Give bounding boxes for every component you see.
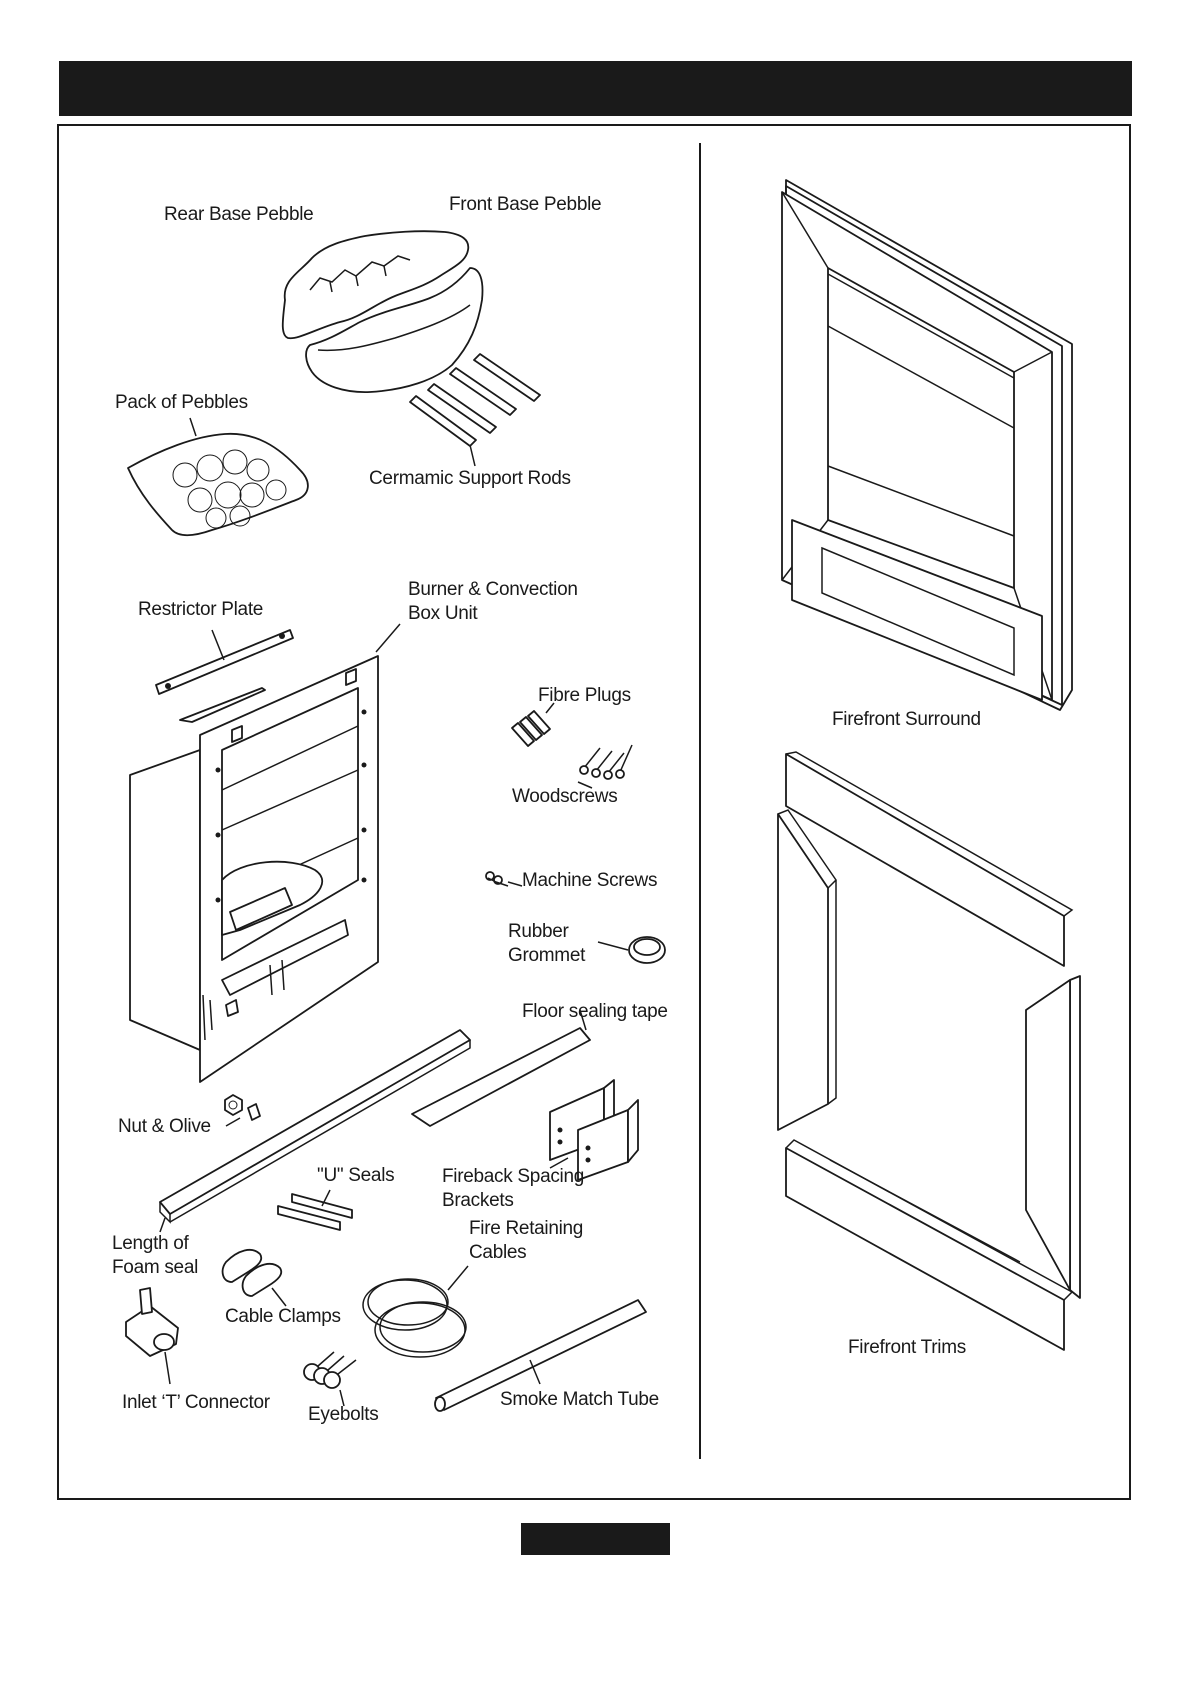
foam-seal-drawing [159,1029,471,1233]
label-fire-cables-line2: Cables [469,1242,527,1263]
label-fibre-plugs: Fibre Plugs [538,685,631,706]
fire-retaining-cables-drawing [362,1265,469,1358]
label-ceramic-support-rods: Cermamic Support Rods [369,468,571,489]
nut-olive-drawing [224,1094,261,1127]
label-smoke-match-tube: Smoke Match Tube [500,1389,659,1410]
label-eyebolts: Eyebolts [308,1404,379,1425]
label-burner-box-line1: Burner & Convection [408,579,578,600]
diagram-frame [57,124,1131,1500]
label-floor-sealing-tape: Floor sealing tape [522,1001,668,1022]
label-fireback-brackets-line2: Brackets [442,1190,514,1211]
cable-clamps-drawing [221,1248,287,1307]
page-number-tab [521,1523,670,1555]
label-fireback-brackets-line1: Fireback Spacing [442,1166,584,1187]
label-burner-box-line2: Box Unit [408,603,478,624]
smoke-match-tube-drawing [434,1299,647,1412]
eyebolts-drawing [303,1351,357,1407]
fireback-brackets-drawing [549,1079,639,1181]
label-pack-of-pebbles: Pack of Pebbles [115,392,248,413]
label-u-seals: "U" Seals [317,1165,395,1186]
firefront-trims-drawing [777,751,1081,1351]
label-firefront-surround: Firefront Surround [832,709,981,730]
machine-screws-drawing [485,871,523,887]
header-bar [59,61,1132,116]
ceramic-rods-drawing [409,353,541,467]
rear-base-pebble-drawing [281,230,470,340]
label-machine-screws: Machine Screws [522,870,658,891]
inlet-t-connector-drawing [125,1287,179,1385]
rubber-grommet-drawing [597,936,666,964]
label-rubber-grommet-line1: Rubber [508,921,569,942]
label-firefront-trims: Firefront Trims [848,1337,966,1358]
firefront-surround-drawing [781,179,1073,711]
label-woodscrews: Woodscrews [512,786,618,807]
label-cable-clamps: Cable Clamps [225,1306,341,1327]
label-front-base-pebble: Front Base Pebble [449,194,602,215]
burner-box-drawing [129,623,401,1083]
label-restrictor-plate: Restrictor Plate [138,599,264,620]
floor-sealing-tape-drawing [411,1009,591,1127]
label-foam-seal-line2: Foam seal [112,1257,199,1278]
fibre-plugs-drawing [511,702,555,747]
label-foam-seal-line1: Length of [112,1233,189,1254]
label-inlet-t-connector: Inlet ‘T’ Connector [122,1392,270,1413]
label-nut-olive: Nut & Olive [118,1116,211,1137]
column-divider [699,143,701,1459]
front-base-pebble-drawing [305,267,484,393]
label-rear-base-pebble: Rear Base Pebble [164,204,314,225]
woodscrews-drawing [577,744,633,789]
pebble-pack-drawing [127,417,309,537]
u-seals-drawing [277,1189,353,1231]
restrictor-plate-drawing [155,629,294,695]
label-fire-cables-line1: Fire Retaining [469,1218,584,1239]
label-rubber-grommet-line2: Grommet [508,945,586,966]
